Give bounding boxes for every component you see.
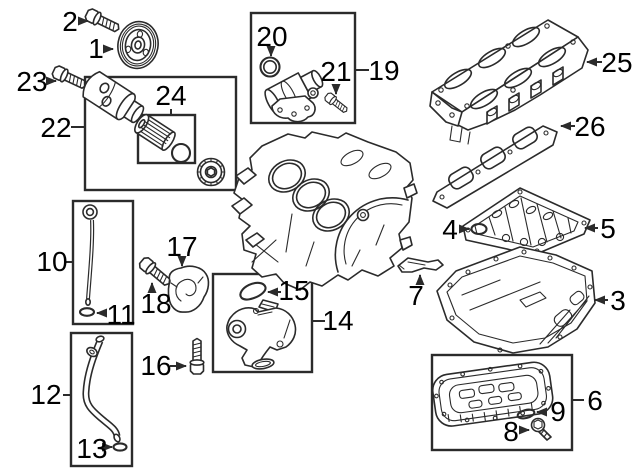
callout-6-label[interactable]: 6 <box>587 385 603 416</box>
callout-21-label[interactable]: 21 <box>320 56 351 87</box>
manifold-gasket-drawing <box>432 125 558 209</box>
dipstick-tube-drawing <box>82 335 121 443</box>
callout-17-label[interactable]: 17 <box>166 231 197 262</box>
manifold-runner-bosses <box>486 66 564 125</box>
callout-10-label[interactable]: 10 <box>36 246 67 277</box>
callout-25-label[interactable]: 25 <box>601 47 632 78</box>
callout-26-label[interactable]: 26 <box>574 111 605 142</box>
callout-11-label[interactable]: 11 <box>106 299 135 330</box>
dipstick-o-ring-drawing <box>78 307 96 317</box>
callout-4-label[interactable]: 4 <box>442 214 458 245</box>
callout-20-label[interactable]: 20 <box>256 21 287 52</box>
oil-filter-adapter-drawing <box>264 69 324 123</box>
dipstick-tube-box <box>69 331 134 468</box>
callout-16-label[interactable]: 16 <box>140 350 171 381</box>
filter-o-ring-drawing <box>170 142 192 164</box>
tube-o-ring-drawing <box>112 442 128 452</box>
callout-12-label[interactable]: 12 <box>30 379 61 410</box>
engine-block-drawing <box>231 131 418 291</box>
callout-9-label[interactable]: 9 <box>550 396 566 427</box>
baffle-plate-drawing <box>462 187 591 256</box>
crank-pulley-drawing <box>117 20 159 70</box>
adapter-box <box>249 11 357 125</box>
callout-24-label[interactable]: 24 <box>155 80 186 111</box>
callout-13-label[interactable]: 13 <box>76 433 107 464</box>
o-ring-9-drawing <box>516 408 536 420</box>
leader-lines <box>46 16 608 452</box>
intake-manifold-drawing <box>429 19 589 145</box>
drain-plug-8-drawing <box>530 417 552 441</box>
upper-oil-pan-drawing <box>436 246 596 354</box>
filter-element-drawing <box>134 113 176 151</box>
dipstick-drawing <box>82 204 98 306</box>
pump-gasket-drawing <box>239 281 267 301</box>
bolt-16-drawing <box>189 337 205 375</box>
callout-19-label[interactable]: 19 <box>368 55 399 86</box>
oil-pump-drawing <box>226 299 297 370</box>
callout-14-label[interactable]: 14 <box>322 305 353 336</box>
lower-oil-pan-box <box>430 353 574 452</box>
plug-21-drawing <box>322 91 351 116</box>
o-ring-4-drawing <box>470 222 488 236</box>
bolt-23-drawing <box>50 63 90 93</box>
callout-15-label[interactable]: 15 <box>278 275 309 306</box>
callout-18-label[interactable]: 18 <box>140 288 171 319</box>
callout-3-label[interactable]: 3 <box>610 285 626 316</box>
bracket-7-drawing <box>397 257 444 273</box>
callout-22-label[interactable]: 22 <box>40 112 71 143</box>
bracket-17-drawing <box>167 265 210 313</box>
bolt-2-drawing <box>83 6 123 36</box>
callout-1-label[interactable]: 1 <box>88 33 104 64</box>
callout-2-label[interactable]: 2 <box>62 6 78 37</box>
lower-oil-pan-drawing <box>431 361 554 427</box>
callout-8-label[interactable]: 8 <box>503 416 519 447</box>
callout-23-label[interactable]: 23 <box>16 66 47 97</box>
oil-filter-housing-drawing <box>82 70 145 124</box>
filter-kit-box <box>136 113 197 165</box>
filter-cap-drawing <box>196 157 226 187</box>
oil-filter-assembly-box <box>83 75 238 192</box>
callout-5-label[interactable]: 5 <box>600 213 616 244</box>
adapter-o-ring-drawing <box>259 56 281 78</box>
callout-7-label[interactable]: 7 <box>408 280 424 311</box>
